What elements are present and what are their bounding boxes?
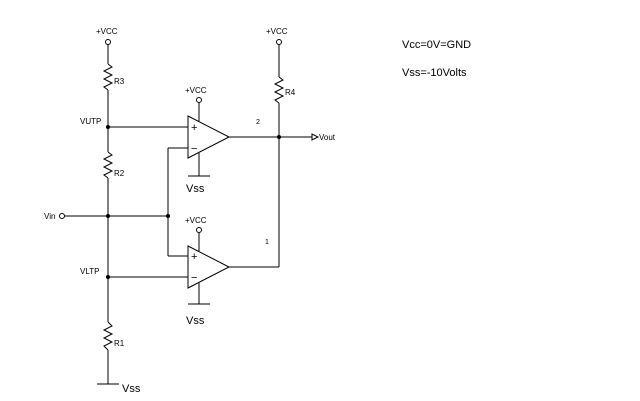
r2-label: R2 <box>114 169 125 178</box>
note-vcc: Vcc=0V=GND <box>402 39 471 51</box>
opamp-lower-vss: Vss <box>186 283 210 327</box>
vcc-label: +VCC <box>96 27 118 36</box>
opamp-upper-minus: − <box>191 143 197 155</box>
vcc-terminal <box>105 39 111 45</box>
opamp-upper-number: 2 <box>256 119 260 126</box>
resistor-r2: R2 <box>102 151 125 179</box>
resistor-r3: R3 <box>102 63 125 91</box>
r1-label: R1 <box>114 339 125 348</box>
note-vss: Vss=-10Volts <box>402 67 467 79</box>
left-supply-vss: Vss <box>97 383 141 395</box>
vout-label: Vout <box>319 133 336 142</box>
resistor-r4: R4 <box>273 76 296 104</box>
opamp-lower-vcc: +VCC <box>185 216 207 251</box>
resistor-r1: R1 <box>102 321 125 351</box>
vcc-label: +VCC <box>185 216 207 225</box>
vcc-label: +VCC <box>266 27 288 36</box>
opamp-lower: + − <box>187 245 231 289</box>
vss-label: Vss <box>122 383 141 395</box>
right-supply-vcc: +VCC <box>266 27 288 45</box>
vss-label: Vss <box>186 183 205 195</box>
vcc-terminal <box>196 97 202 103</box>
vutp-label: VUTP <box>80 117 101 126</box>
opamp-lower-number: 1 <box>265 239 269 246</box>
vin-label: Vin <box>44 212 55 221</box>
r3-label: R3 <box>114 77 125 86</box>
vcc-terminal <box>276 39 282 45</box>
opamp-lower-minus: − <box>191 272 197 284</box>
vcc-label: +VCC <box>185 86 207 95</box>
vltp-label: VLTP <box>80 267 99 276</box>
vin-input: Vin <box>44 212 65 221</box>
vcc-terminal <box>196 227 202 233</box>
r4-label: R4 <box>285 88 296 97</box>
vin-terminal <box>59 213 65 219</box>
vss-label: Vss <box>186 315 205 327</box>
vout-output: Vout <box>311 133 336 142</box>
opamp-lower-plus: + <box>191 251 197 263</box>
opamp-upper: + − <box>187 115 231 159</box>
left-supply-vcc: +VCC <box>96 27 118 45</box>
opamp-upper-vss: Vss <box>186 153 210 195</box>
opamp-upper-plus: + <box>191 122 197 134</box>
opamp-upper-vcc: +VCC <box>185 86 207 121</box>
